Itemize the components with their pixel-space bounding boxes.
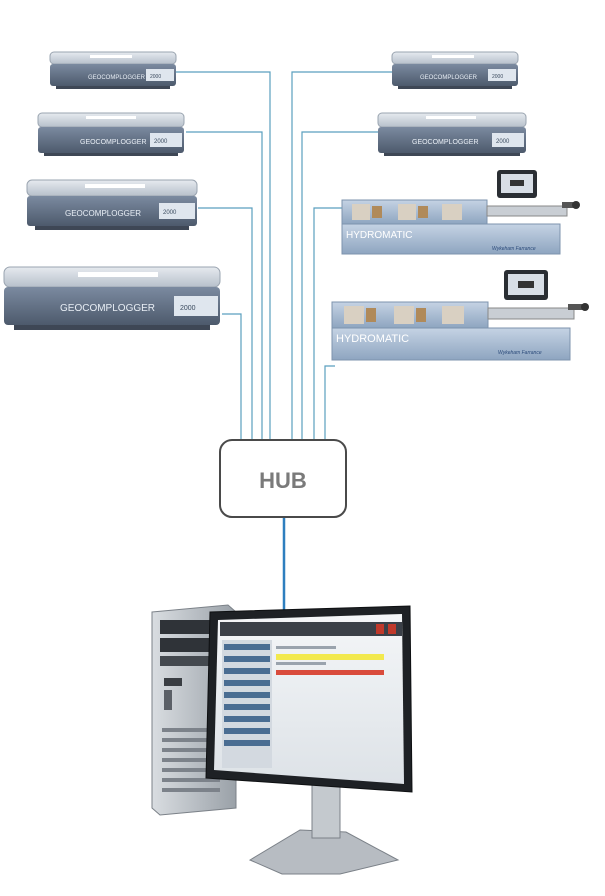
screen-list-rows bbox=[224, 644, 270, 746]
logger-brand: GEOCOMPLOGGER bbox=[88, 75, 146, 81]
logger-brand: GEOCOMPLOGGER bbox=[412, 139, 479, 146]
logger-model: 2000 bbox=[492, 74, 503, 80]
monitor-icon bbox=[205, 605, 413, 875]
logger-device: GEOCOMPLOGGER 2000 bbox=[26, 179, 198, 230]
logger-brand: GEOCOMPLOGGER bbox=[60, 303, 155, 314]
logger-model: 2000 bbox=[163, 210, 177, 216]
logger-model: 2000 bbox=[496, 139, 510, 145]
logger-device: GEOCOMPLOGGER 2000 bbox=[37, 112, 185, 156]
tower-vents bbox=[162, 728, 220, 792]
logger-device: GEOCOMPLOGGER 2000 bbox=[49, 51, 177, 89]
pump-label: HYDROMATIC bbox=[346, 230, 412, 241]
hydromatic-pump: HYDROMATIC Wykeham Farrance bbox=[341, 170, 580, 255]
logger-brand: GEOCOMPLOGGER bbox=[65, 209, 141, 218]
pump-label: HYDROMATIC bbox=[336, 333, 409, 345]
device-cables bbox=[176, 71, 394, 440]
logger-device: GEOCOMPLOGGER 2000 bbox=[391, 51, 519, 89]
logger-model: 2000 bbox=[180, 305, 196, 312]
hub-box: HUB bbox=[219, 439, 347, 518]
pump-maker: Wykeham Farrance bbox=[498, 350, 542, 356]
pump-maker: Wykeham Farrance bbox=[492, 246, 536, 252]
logger-device: GEOCOMPLOGGER 2000 bbox=[377, 112, 527, 156]
hydromatic-pump: HYDROMATIC Wykeham Farrance bbox=[331, 270, 589, 361]
logger-brand: GEOCOMPLOGGER bbox=[420, 75, 478, 81]
hub-label: HUB bbox=[259, 468, 307, 493]
logger-model: 2000 bbox=[150, 74, 161, 80]
logger-brand: GEOCOMPLOGGER bbox=[80, 139, 147, 146]
logger-device: GEOCOMPLOGGER 2000 bbox=[3, 266, 221, 330]
logger-model: 2000 bbox=[154, 139, 168, 145]
